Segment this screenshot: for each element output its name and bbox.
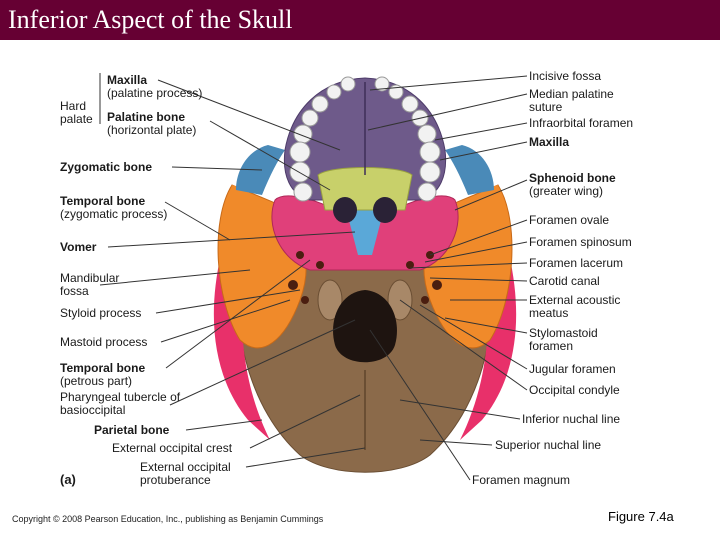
label-palatine-bone-title: Palatine bone <box>107 110 186 124</box>
label-inferior-nuchal-line: Inferior nuchal line <box>522 412 621 426</box>
vomer <box>345 205 385 255</box>
label-external-occipital-crest: External occipital crest <box>112 441 233 455</box>
label-styloid-process: Styloid process <box>60 306 142 320</box>
label-maxilla-right: Maxilla <box>529 135 570 149</box>
label-sphenoid-bone-sub: (greater wing) <box>529 184 604 198</box>
label-foramen-lacerum: Foramen lacerum <box>529 256 624 270</box>
foramen-magnum-shape <box>333 290 397 363</box>
label-parietal-bone: Parietal bone <box>94 423 170 437</box>
label-external-occipital-protuberance: External occipital protuberance <box>140 460 231 487</box>
page-title: Inferior Aspect of the Skull <box>8 5 293 34</box>
teeth <box>289 76 441 202</box>
choana-left <box>333 197 357 223</box>
label-foramen-ovale: Foramen ovale <box>529 213 610 227</box>
zygomatic-arch-right <box>480 185 502 250</box>
label-palatine-bone: Palatine bone (horizontal plate) <box>107 111 196 137</box>
label-temporal-bone-sub: (zygomatic process) <box>60 207 168 221</box>
zygomatic-bone-right <box>445 145 494 195</box>
label-hard-palate: Hard palate <box>60 99 93 126</box>
label-carotid-canal: Carotid canal <box>529 274 600 288</box>
title-bar <box>0 0 720 40</box>
label-mandibular-fossa: Mandibular fossa <box>60 271 120 298</box>
leader-lines-right <box>367 75 528 481</box>
label-occipital-condyle: Occipital condyle <box>529 383 620 397</box>
label-temporal-bone-title: Temporal bone <box>60 194 146 208</box>
label-sphenoid-bone: Sphenoid bone (greater wing) <box>529 172 616 198</box>
label-maxilla-left-title: Maxilla <box>107 73 148 87</box>
label-temporal-bone: Temporal bone (zygomatic process) <box>60 195 167 221</box>
foramina <box>288 251 442 304</box>
label-infraorbital-foramen: Infraorbital foramen <box>529 116 634 130</box>
label-mastoid-process: Mastoid process <box>60 335 148 349</box>
label-jugular-foramen: Jugular foramen <box>529 362 616 376</box>
label-external-acoustic-meatus: External acoustic meatus <box>529 293 621 320</box>
label-median-palatine-suture: Median palatine suture <box>529 87 614 114</box>
label-superior-nuchal-line: Superior nuchal line <box>495 438 602 452</box>
skull-illustration <box>99 73 528 481</box>
choana-right <box>373 197 397 223</box>
label-temporal-bone-petrous-title: Temporal bone <box>60 361 146 375</box>
label-palatine-bone-sub: (horizontal plate) <box>107 123 197 137</box>
label-temporal-bone-petrous: Temporal bone (petrous part) <box>60 362 145 388</box>
figure-caption: Figure 7.4a <box>608 509 674 524</box>
label-zygomatic-bone: Zygomatic bone <box>60 160 153 174</box>
label-pharyngeal-tubercle: Pharyngeal tubercle of basioccipital <box>60 390 181 417</box>
label-incisive-fossa: Incisive fossa <box>529 69 602 83</box>
label-foramen-spinosum: Foramen spinosum <box>529 235 632 249</box>
label-maxilla-left-sub: (palatine process) <box>107 86 203 100</box>
copyright-notice: Copyright © 2008 Pearson Education, Inc.… <box>12 514 324 524</box>
label-vomer: Vomer <box>60 240 97 254</box>
leader-lines-left <box>99 73 366 468</box>
label-sphenoid-bone-title: Sphenoid bone <box>529 171 616 185</box>
label-foramen-magnum: Foramen magnum <box>472 473 571 487</box>
zygomatic-arch-left <box>228 185 250 250</box>
label-maxilla-left: Maxilla (palatine process) <box>107 74 202 100</box>
label-stylomastoid-foramen: Stylomastoid foramen <box>529 326 598 353</box>
label-temporal-bone-petrous-sub: (petrous part) <box>60 374 133 388</box>
occipital-condyle-left <box>317 279 343 321</box>
label-panel-a: (a) <box>60 472 76 487</box>
